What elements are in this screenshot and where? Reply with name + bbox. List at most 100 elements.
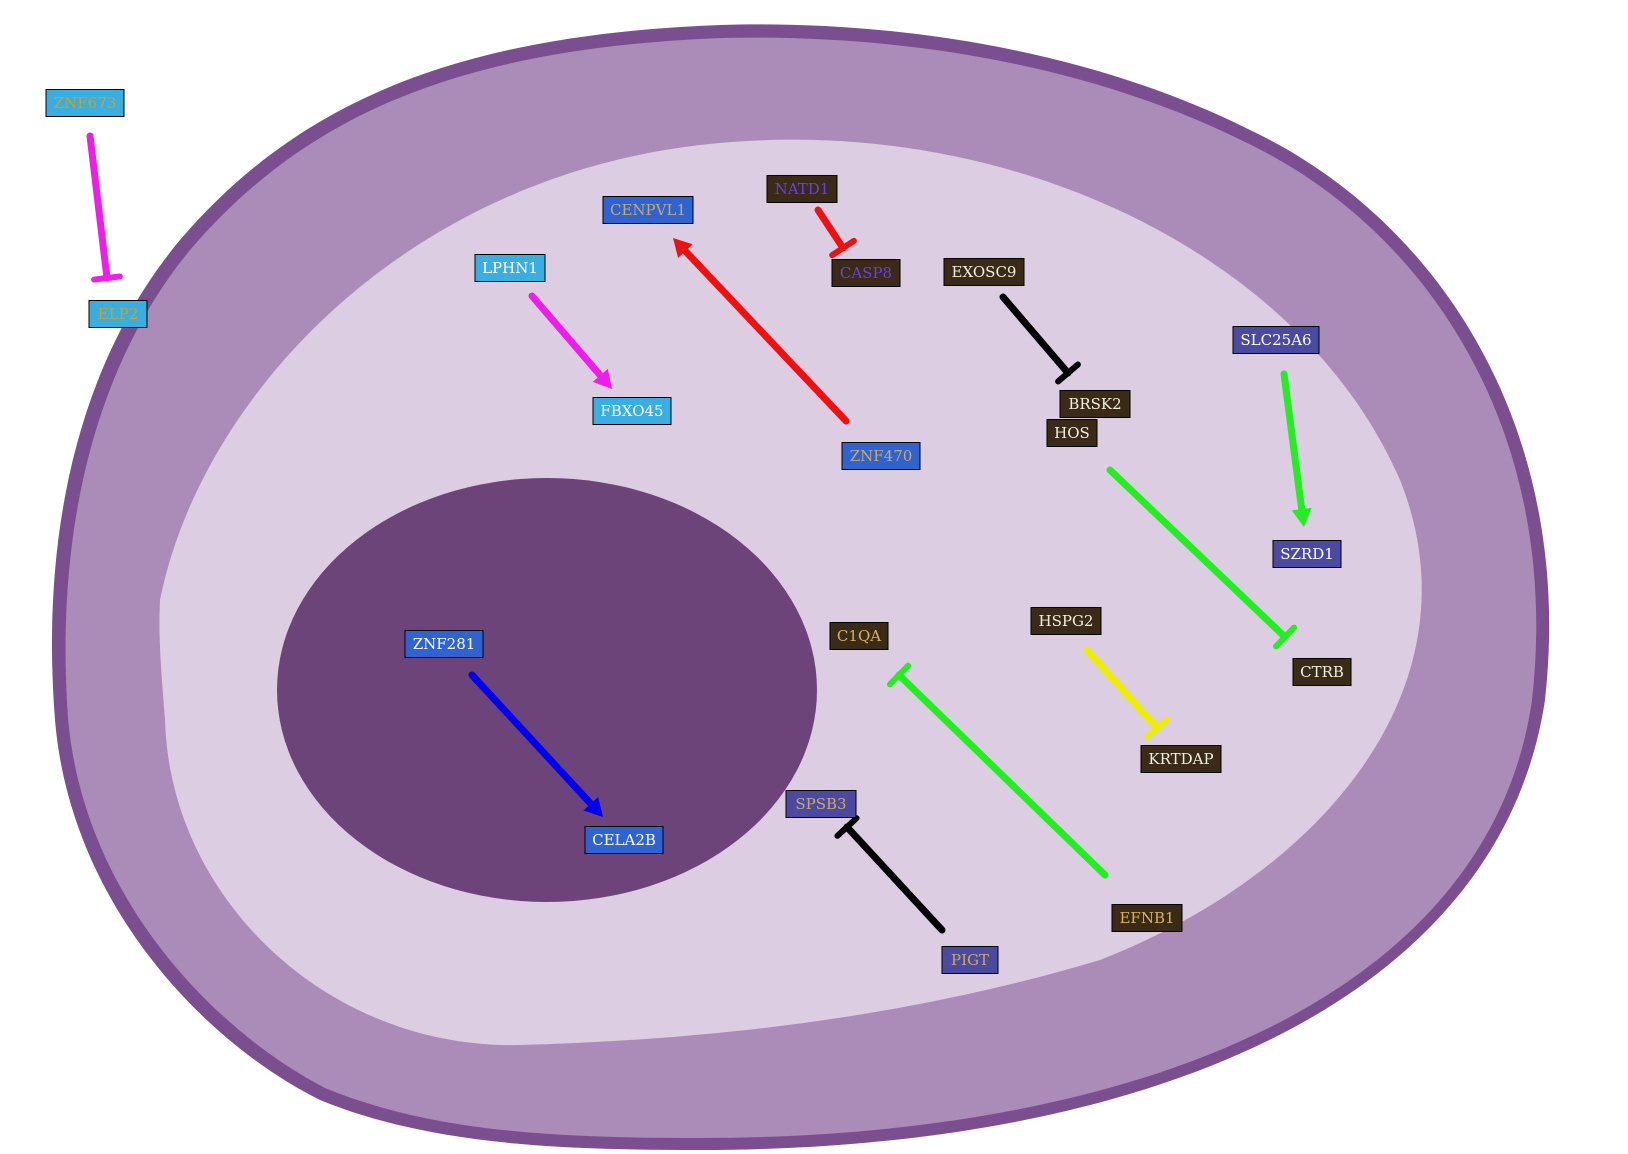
gene-node-label: CASP8: [840, 264, 892, 282]
edge-inhibition-bar: [829, 237, 857, 259]
gene-node-znf281[interactable]: ZNF281: [404, 630, 484, 658]
edge-line: [895, 671, 1109, 879]
edge-pigt-spsb3: [834, 815, 946, 934]
gene-node-box: [766, 175, 838, 203]
edge-inhibition-bar: [91, 273, 123, 283]
gene-node-label: SZRD1: [1280, 545, 1334, 563]
gene-node-brsk2[interactable]: BRSK2: [1059, 390, 1131, 418]
gene-node-box: [829, 622, 889, 650]
gene-node-pigt[interactable]: PIGT: [941, 946, 999, 974]
edge-line: [86, 132, 111, 282]
gene-node-label: CELA2B: [592, 831, 656, 849]
gene-node-slc25a6[interactable]: SLC25A6: [1232, 326, 1320, 354]
edge-inhibition-bar: [1055, 361, 1081, 385]
gene-node-box: [1232, 326, 1320, 354]
gene-node-efnb1[interactable]: EFNB1: [1111, 904, 1183, 932]
edge-znf281-cela2b: [468, 671, 603, 817]
gene-node-label: HSPG2: [1039, 612, 1094, 630]
gene-node-label: EFNB1: [1119, 909, 1174, 927]
gene-node-box: [1030, 607, 1102, 635]
gene-node-label: FBXO45: [600, 402, 663, 420]
edge-hspg2-krtdap: [1083, 646, 1170, 740]
gene-node-box: [474, 254, 546, 282]
gene-node-box: [831, 259, 901, 287]
gene-node-box: [602, 196, 694, 224]
edge-line: [677, 243, 850, 425]
cell-compartments: [51, 24, 1550, 1150]
gene-node-label: CENPVL1: [610, 201, 686, 219]
gene-node-exosc9[interactable]: EXOSC9: [943, 258, 1025, 286]
gene-node-c1qa[interactable]: C1QA: [829, 622, 889, 650]
gene-node-box: [584, 826, 664, 854]
gene-node-fbxo45[interactable]: FBXO45: [592, 397, 672, 425]
gene-node-cela2b[interactable]: CELA2B: [584, 826, 664, 854]
gene-node-label: SPSB3: [795, 795, 846, 813]
gene-node-znf673[interactable]: ZNF673: [45, 89, 125, 117]
edge-line: [1106, 466, 1289, 641]
edge-arrowhead: [1291, 507, 1312, 527]
gene-node-box: [592, 397, 672, 425]
gene-node-box: [88, 300, 148, 328]
edge-arrowhead: [673, 238, 693, 258]
edge-hos-ctrb: [1106, 466, 1297, 650]
gene-node-box: [1111, 904, 1183, 932]
gene-node-krtdap[interactable]: KRTDAP: [1140, 745, 1222, 773]
edge-line: [1083, 646, 1161, 732]
edge-znf673-elp2: [86, 132, 123, 283]
edge-inhibition-bar: [886, 662, 912, 688]
gene-node-box: [1272, 540, 1342, 568]
gene-node-label: BRSK2: [1068, 395, 1121, 413]
edge-slc25a6-szrd1: [1280, 370, 1312, 527]
edge-lphn1-fbxo45: [528, 292, 612, 389]
gene-node-cenpvl1[interactable]: CENPVL1: [602, 196, 694, 224]
edge-line: [999, 293, 1072, 377]
nucleus: [277, 478, 817, 902]
edge-efnb1-c1qa: [886, 662, 1109, 879]
gene-node-box: [1140, 745, 1222, 773]
gene-node-box: [404, 630, 484, 658]
gene-node-szrd1[interactable]: SZRD1: [1272, 540, 1342, 568]
edge-znf470-cenpvl1: [673, 238, 850, 425]
edge-inhibition-bar: [1273, 624, 1297, 650]
gene-node-znf470[interactable]: ZNF470: [841, 442, 921, 470]
edge-arrowhead: [583, 796, 603, 817]
gene-node-hspg2[interactable]: HSPG2: [1030, 607, 1102, 635]
gene-node-spsb3[interactable]: SPSB3: [785, 790, 857, 818]
gene-node-elp2[interactable]: ELP2: [88, 300, 148, 328]
edge-arrowhead: [592, 368, 612, 389]
gene-node-label: NATD1: [775, 180, 830, 198]
gene-node-box: [943, 258, 1025, 286]
gene-node-box: [941, 946, 999, 974]
gene-node-label: HOS: [1054, 424, 1090, 442]
gene-node-box: [785, 790, 857, 818]
gene-node-box: [45, 89, 125, 117]
edge-exosc9-brsk2: [999, 293, 1081, 385]
gene-node-label: ZNF281: [413, 635, 476, 653]
gene-node-label: EXOSC9: [952, 263, 1017, 281]
gene-node-hos[interactable]: HOS: [1046, 419, 1098, 447]
gene-node-casp8[interactable]: CASP8: [831, 259, 901, 287]
gene-node-box: [1292, 658, 1352, 686]
edge-line: [814, 206, 847, 252]
gene-node-label: SLC25A6: [1240, 331, 1311, 349]
gene-node-label: ZNF673: [54, 94, 117, 112]
gene-node-label: PIGT: [951, 951, 989, 969]
gene-node-label: ELP2: [98, 305, 139, 323]
gene-node-box: [1059, 390, 1131, 418]
gene-node-label: CTRB: [1300, 663, 1344, 681]
gene-node-lphn1[interactable]: LPHN1: [474, 254, 546, 282]
edge-inhibition-bar: [834, 815, 860, 839]
edge-line: [528, 292, 608, 384]
edge-line: [843, 823, 946, 934]
edge-line: [1280, 370, 1306, 519]
gene-node-label: C1QA: [837, 627, 881, 645]
gene-node-box: [841, 442, 921, 470]
edge-line: [468, 671, 599, 812]
gene-node-box: [1046, 419, 1098, 447]
gene-node-label: ZNF470: [850, 447, 913, 465]
gene-node-natd1[interactable]: NATD1: [766, 175, 838, 203]
gene-node-ctrb[interactable]: CTRB: [1292, 658, 1352, 686]
edge-inhibition-bar: [1144, 716, 1170, 740]
